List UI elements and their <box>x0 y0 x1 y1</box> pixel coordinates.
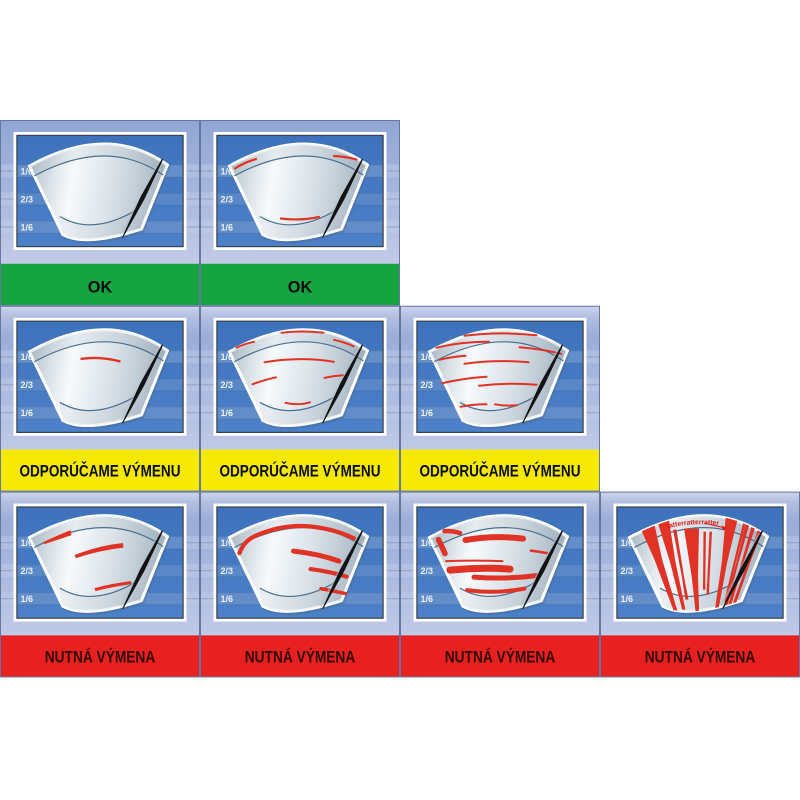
svg-text:NUTNÁ VÝMENA: NUTNÁ VÝMENA <box>245 648 356 667</box>
svg-text:ODPORÚČAME VÝMENU: ODPORÚČAME VÝMENU <box>420 462 581 481</box>
svg-text:OK: OK <box>88 279 113 297</box>
svg-text:ODPORÚČAME VÝMENU: ODPORÚČAME VÝMENU <box>20 462 181 481</box>
svg-text:NUTNÁ VÝMENA: NUTNÁ VÝMENA <box>45 648 156 667</box>
svg-text:NUTNÁ VÝMENA: NUTNÁ VÝMENA <box>645 648 756 667</box>
svg-text:ratterratterratter: ratterratterratter <box>666 519 720 530</box>
svg-text:NUTNÁ VÝMENA: NUTNÁ VÝMENA <box>445 648 556 667</box>
svg-text:ODPORÚČAME VÝMENU: ODPORÚČAME VÝMENU <box>220 462 381 481</box>
svg-text:OK: OK <box>288 279 313 297</box>
